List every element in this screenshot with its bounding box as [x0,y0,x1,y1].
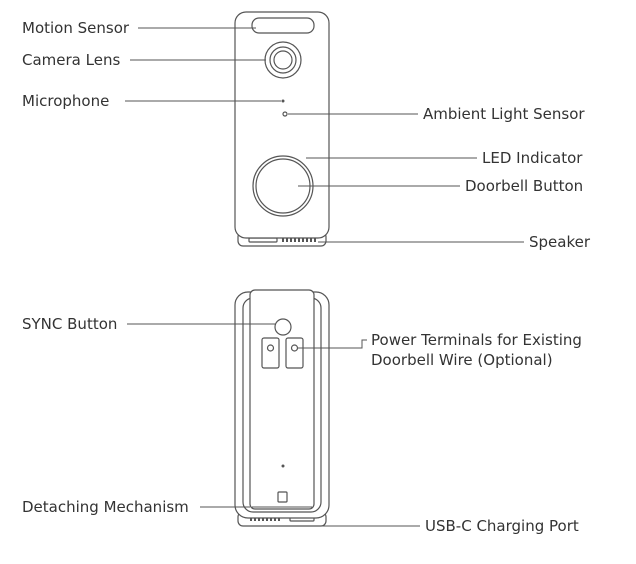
label-ambient-light-sensor: Ambient Light Sensor [423,105,585,123]
label-power-terminals-line1: Power Terminals for Existing [371,331,582,349]
camera-lens-inner [273,50,293,70]
label-speaker: Speaker [529,233,591,251]
label-microphone: Microphone [22,92,110,110]
label-doorbell-button: Doorbell Button [465,177,584,195]
terminal-screw-left [266,344,275,352]
speaker-grille [282,238,316,242]
label-led-indicator: LED Indicator [482,149,583,167]
back-device [234,289,330,527]
power-terminal-left [261,337,280,369]
label-usb-c-port: USB-C Charging Port [425,517,579,535]
ambient-light-sensor [282,111,288,117]
release-latch [277,491,288,503]
label-sync-button: SYNC Button [22,315,118,333]
label-camera-lens: Camera Lens [22,51,121,69]
label-power-terminals-line2: Doorbell Wire (Optional) [371,351,553,369]
leader-power-terminals [297,339,367,349]
front-base-slot [248,237,278,243]
back-grille [250,518,280,521]
label-detaching-mechanism: Detaching Mechanism [22,498,189,516]
motion-sensor [251,17,315,34]
power-terminal-right [285,337,304,369]
terminal-screw-right [290,344,299,352]
sync-button [274,318,292,336]
front-device [234,11,330,247]
back-dot [281,464,285,468]
label-motion-sensor: Motion Sensor [22,19,130,37]
microphone-hole [281,99,285,103]
